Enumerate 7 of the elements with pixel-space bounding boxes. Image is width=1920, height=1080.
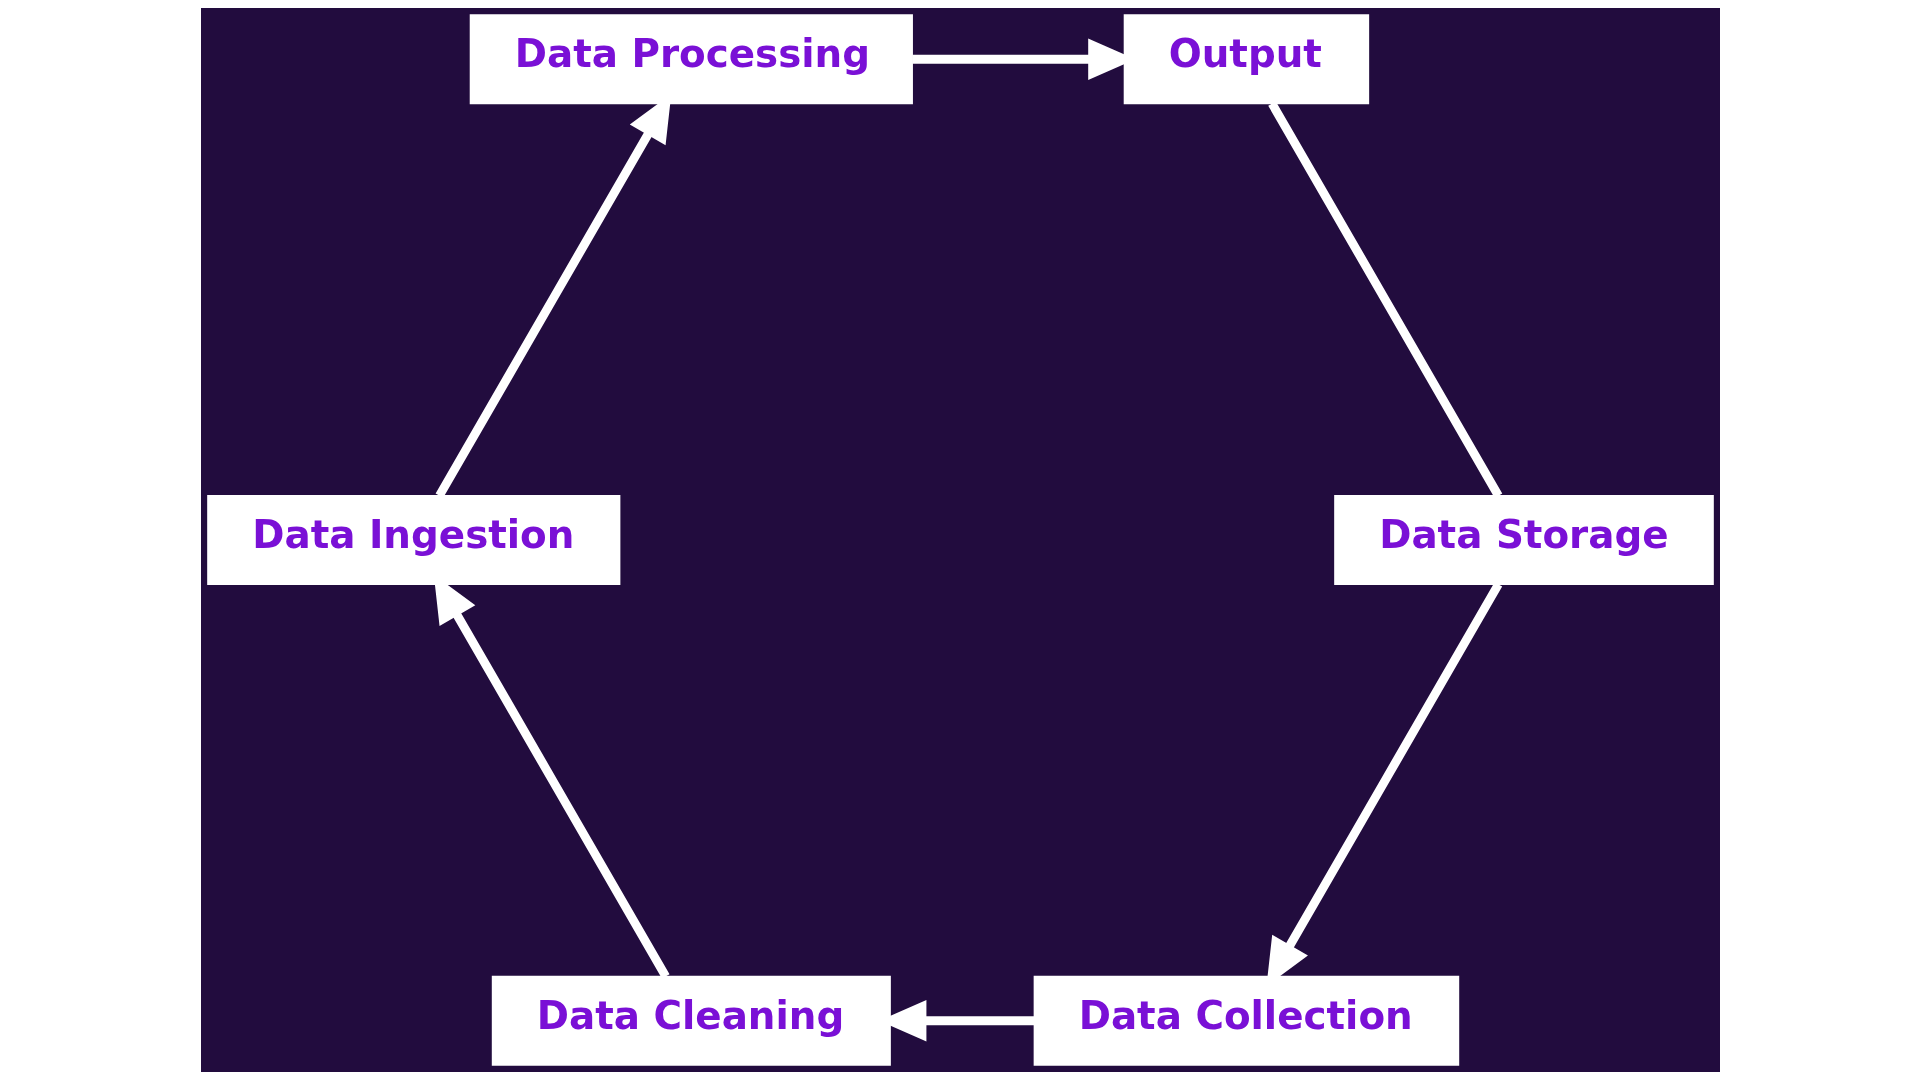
node-box: Data Ingestion [206,494,620,586]
node-box: Data Storage [1333,494,1714,586]
connector [1267,101,1502,498]
node-box: Output [1123,14,1369,105]
node-box: Data Cleaning [491,975,891,1066]
node-box: Data Processing [469,14,913,105]
node-box: Data Collection [1033,975,1459,1066]
